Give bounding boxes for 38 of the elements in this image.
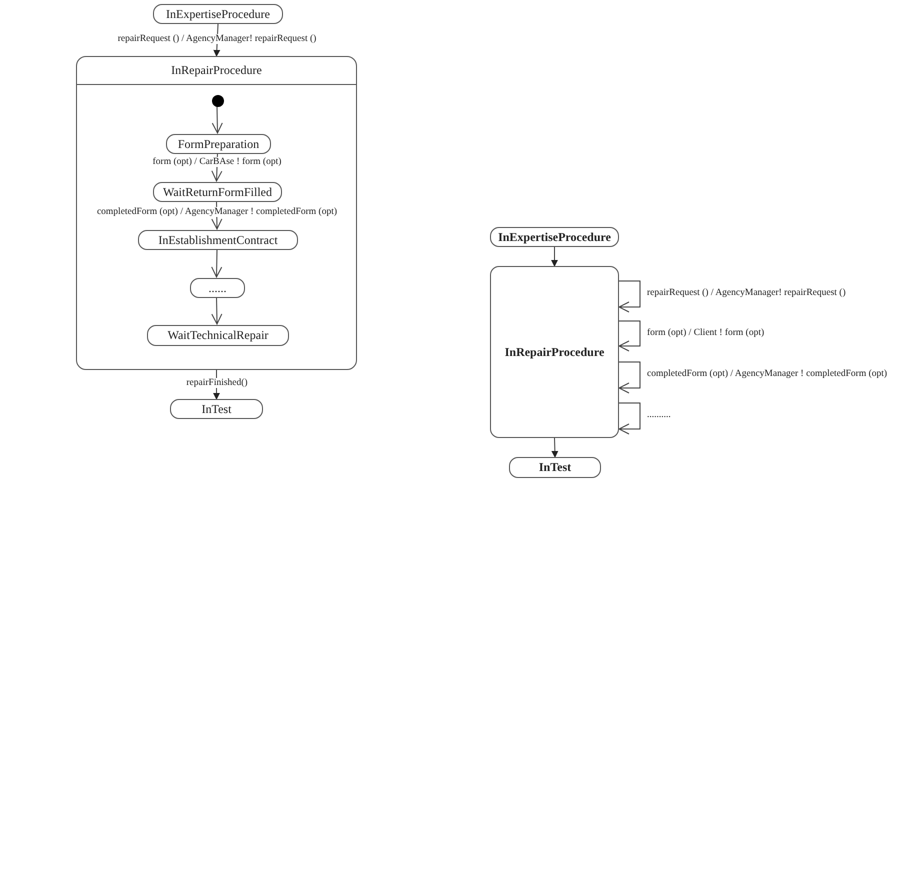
state-name: WaitTechnicalRepair xyxy=(168,328,268,343)
transition-arrow xyxy=(618,320,640,352)
state-name: InExpertiseProcedure xyxy=(166,6,270,22)
state-name: InTest xyxy=(202,402,232,416)
transition-arrow xyxy=(618,402,640,434)
transition-label: repairRequest () / AgencyManager! repairRequest () xyxy=(646,288,847,298)
transition-arrow xyxy=(551,246,558,267)
state-name: InEstablishmentContract xyxy=(158,232,278,248)
state-box xyxy=(490,266,619,438)
transition-arrow xyxy=(212,106,223,134)
state-box xyxy=(153,4,283,24)
state-box xyxy=(490,227,619,247)
transition-label: form (opt) / CarBAse ! form (opt) xyxy=(152,157,282,168)
state-box xyxy=(153,182,282,202)
transition-label: completedForm (opt) / AgencyManager ! completedForm (opt) xyxy=(646,369,888,380)
state-box xyxy=(190,278,245,298)
state-name: InExpertiseProcedure xyxy=(498,230,611,244)
transition-arrow xyxy=(618,280,640,312)
state-name: ...... xyxy=(208,280,226,296)
transition-label: repairRequest () / AgencyManager! repairRequest () xyxy=(116,34,318,44)
state-name: InTest xyxy=(538,460,572,475)
state-box xyxy=(170,399,263,419)
transition-label: repairFinished() xyxy=(185,378,249,388)
state-name: FormPreparation xyxy=(178,136,260,152)
transition-arrow xyxy=(211,248,222,278)
transition-arrow xyxy=(551,438,558,458)
state-box xyxy=(138,230,298,250)
state-box xyxy=(147,325,289,346)
initial-state-dot xyxy=(212,95,224,107)
transition-label: completedForm (opt) / AgencyManager ! completedForm (opt) xyxy=(96,207,338,218)
state-name: InRepairProcedure xyxy=(171,63,262,78)
state-box xyxy=(509,457,601,478)
state-name: InRepairProcedure xyxy=(504,344,604,360)
transition-arrow xyxy=(618,362,640,394)
state-box xyxy=(166,134,271,154)
transition-arrow xyxy=(211,296,222,324)
state-name: WaitReturnFormFilled xyxy=(162,184,272,200)
transition-label: form (opt) / Client ! form (opt) xyxy=(646,328,766,338)
